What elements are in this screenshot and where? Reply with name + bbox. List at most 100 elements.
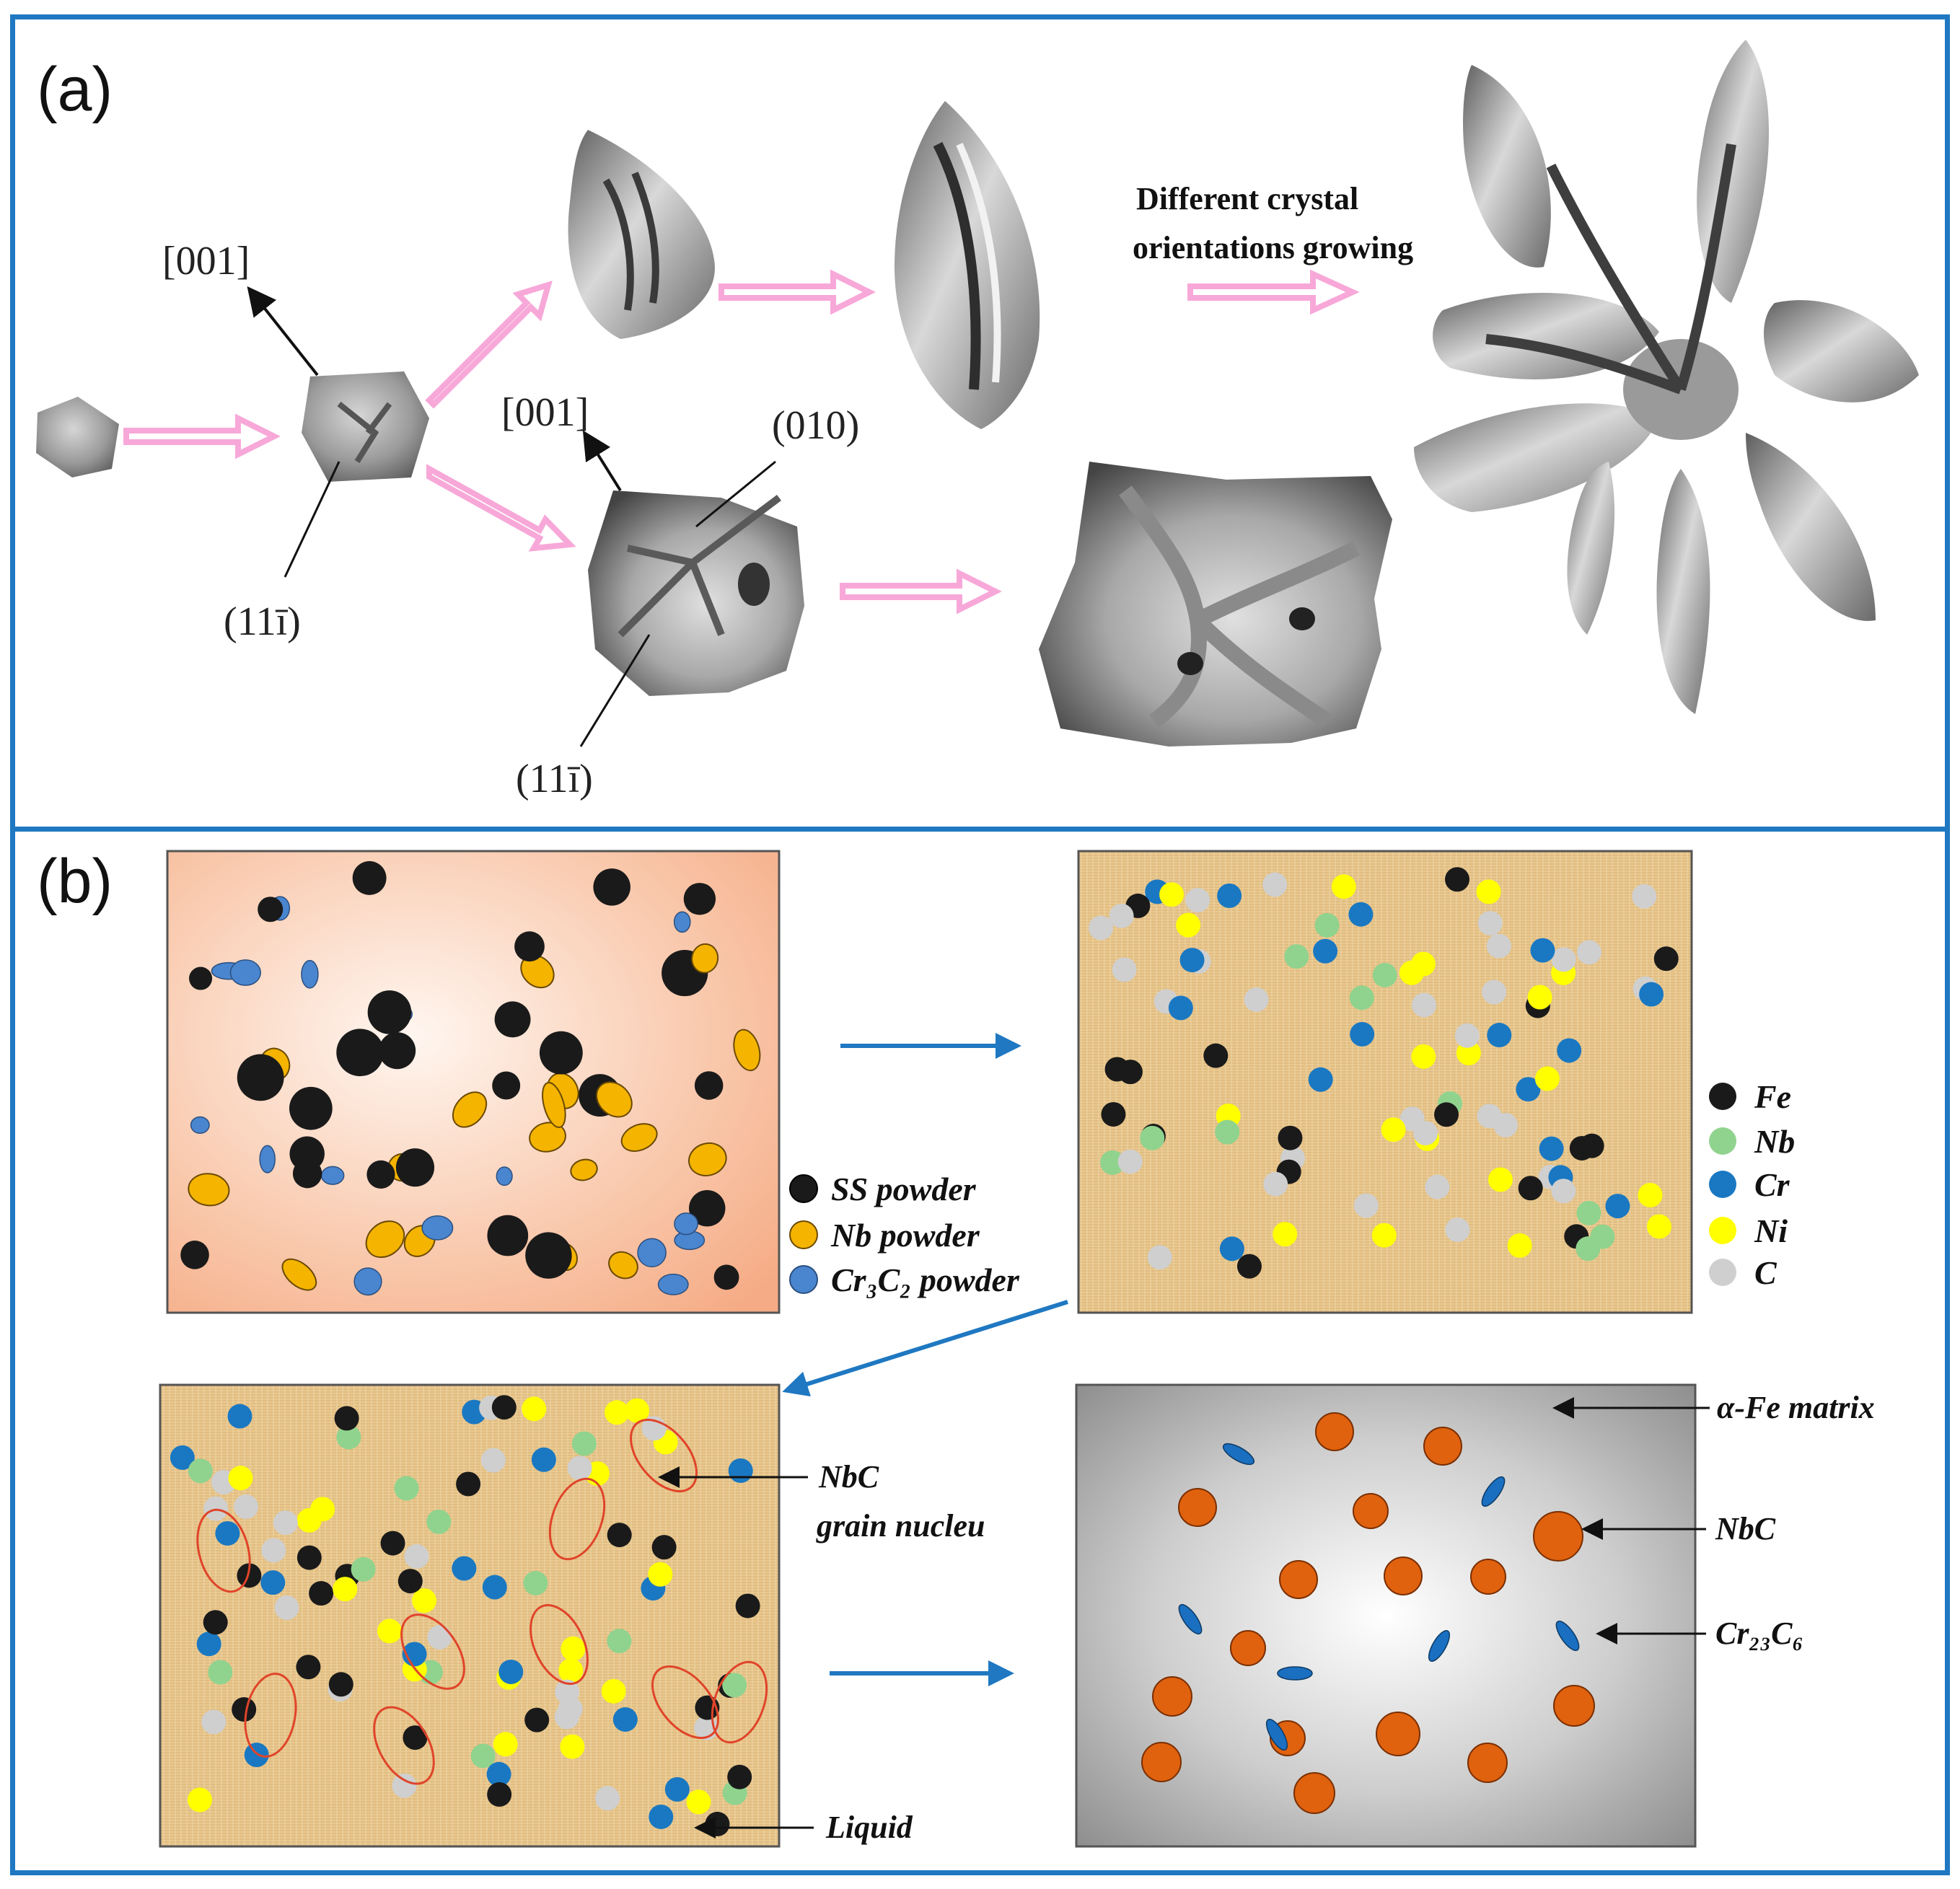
fe-atom bbox=[232, 1697, 257, 1722]
cr23c6-label: Cr₂₃C₆ bbox=[1715, 1616, 1803, 1651]
nb-atom bbox=[607, 1629, 632, 1654]
fe-atom bbox=[524, 1707, 550, 1732]
c-atom bbox=[1486, 933, 1511, 959]
cr3c2-powder-particle bbox=[301, 959, 319, 989]
nbc-particle bbox=[1279, 1560, 1318, 1599]
ss-powder-particle bbox=[189, 966, 213, 990]
cr-atom bbox=[1487, 1023, 1512, 1048]
cr3c2-powder-particle bbox=[353, 1267, 382, 1296]
fe-swatch bbox=[1709, 1083, 1736, 1110]
nbc-nucleus-ring bbox=[373, 1706, 435, 1785]
cr-atom bbox=[1308, 1067, 1333, 1092]
growth-arrow-1 bbox=[123, 413, 281, 459]
fe-atom bbox=[1117, 1060, 1143, 1085]
ni-atom bbox=[1646, 1214, 1671, 1239]
ss-powder-particle bbox=[514, 931, 545, 962]
ni-atom bbox=[333, 1577, 358, 1602]
nb-powder-particle bbox=[691, 943, 719, 974]
panel-b-label: (b) bbox=[37, 847, 113, 916]
ss-powder-particle bbox=[525, 1232, 572, 1279]
nb-atom bbox=[523, 1570, 548, 1595]
fe-atom bbox=[607, 1523, 632, 1548]
cr-atom bbox=[215, 1520, 240, 1546]
growth-arrow-2b bbox=[426, 464, 576, 552]
c-atom bbox=[1185, 887, 1210, 912]
cr23c6-particle bbox=[1222, 1443, 1255, 1466]
cr3c2-powder-swatch bbox=[789, 1265, 818, 1294]
nbc-particle bbox=[1353, 1493, 1389, 1529]
nbc-particle bbox=[1178, 1488, 1217, 1527]
ni-atom bbox=[648, 1562, 673, 1587]
c-atom bbox=[404, 1544, 429, 1569]
nucleation-box bbox=[159, 1383, 781, 1848]
c-atom bbox=[1425, 1174, 1450, 1199]
c-label: C bbox=[1754, 1254, 1777, 1291]
c-atom bbox=[1454, 1023, 1480, 1048]
ni-atom bbox=[1411, 1044, 1436, 1069]
nb-atom bbox=[1284, 944, 1309, 969]
ss-powder-swatch bbox=[789, 1174, 818, 1203]
nbc-particle bbox=[1423, 1427, 1462, 1466]
nbc-particle bbox=[1230, 1630, 1266, 1666]
growth-arrows bbox=[123, 269, 1360, 615]
growth-arrow-4 bbox=[840, 568, 1002, 615]
ni-atom bbox=[1638, 1182, 1663, 1207]
cr3c2-powder-particle bbox=[637, 1238, 667, 1268]
cr-atom bbox=[1348, 902, 1374, 927]
c-atom bbox=[234, 1494, 259, 1520]
ss-powder-particle bbox=[336, 1029, 384, 1077]
nb-atom bbox=[1349, 985, 1374, 1010]
nbc-nucleus-ring bbox=[529, 1604, 589, 1685]
cr3c2-powder-label: Cr₃C₂ powder bbox=[831, 1261, 1020, 1298]
c-atom bbox=[1445, 1217, 1470, 1242]
cr23c6-particle bbox=[1277, 1666, 1313, 1681]
nbc-particle bbox=[1553, 1685, 1595, 1727]
ss-powder-particle bbox=[180, 1241, 209, 1269]
nb-powder-particle bbox=[188, 1173, 230, 1207]
fe-atom bbox=[296, 1655, 321, 1680]
nb-atom bbox=[208, 1660, 233, 1685]
nb-label: Nb bbox=[1754, 1123, 1795, 1160]
caption-line-2: orientations growing bbox=[1133, 230, 1413, 265]
ss-powder-particle bbox=[367, 990, 412, 1034]
fe-atom bbox=[1653, 946, 1679, 972]
c-atom bbox=[273, 1510, 298, 1536]
nb-atom bbox=[1576, 1236, 1601, 1261]
cr23c6-particle bbox=[1428, 1629, 1451, 1663]
nb-powder-label: Nb powder bbox=[830, 1217, 980, 1254]
c-atom bbox=[1477, 1104, 1502, 1129]
orientation-label-010: (010) bbox=[772, 403, 859, 448]
cr-atom bbox=[1557, 1038, 1582, 1063]
ni-atom bbox=[522, 1396, 547, 1422]
orientation-label-11-1-bottom: (11ī) bbox=[516, 757, 593, 801]
cr-atom bbox=[1219, 1236, 1244, 1261]
cr-atom bbox=[1605, 1194, 1630, 1219]
fe-atom bbox=[1434, 1102, 1459, 1127]
nb-atom bbox=[470, 1743, 496, 1769]
nbc-nucleus-label-line2: grain nucleu bbox=[816, 1508, 985, 1544]
nb-powder-particle bbox=[542, 1082, 566, 1128]
c-atom bbox=[1117, 1149, 1143, 1174]
nbc-particle bbox=[1152, 1676, 1192, 1717]
ni-atom bbox=[1331, 874, 1356, 899]
c-atom bbox=[201, 1709, 227, 1735]
cr-atom bbox=[1217, 883, 1242, 908]
fe-atom bbox=[1278, 1125, 1303, 1150]
panel-a-label: (a) bbox=[37, 55, 113, 124]
leaf-crystal-large bbox=[895, 101, 1040, 429]
c-atom bbox=[1112, 957, 1137, 982]
c-atom bbox=[203, 1496, 229, 1521]
nbc-phase-label: NbC bbox=[1715, 1511, 1776, 1546]
cr-atom bbox=[244, 1743, 269, 1768]
ss-powder-particle bbox=[395, 1148, 435, 1187]
ni-atom bbox=[1456, 1041, 1481, 1066]
nb-atom bbox=[336, 1425, 361, 1450]
ni-atom bbox=[1381, 1117, 1406, 1142]
ni-atom bbox=[1527, 985, 1552, 1010]
c-swatch bbox=[1709, 1259, 1736, 1286]
nb-powder-particle bbox=[529, 1122, 566, 1153]
fe-atom bbox=[380, 1531, 405, 1556]
cr3c2-powder-particle bbox=[320, 1166, 345, 1185]
ss-powder-particle bbox=[492, 1071, 521, 1100]
